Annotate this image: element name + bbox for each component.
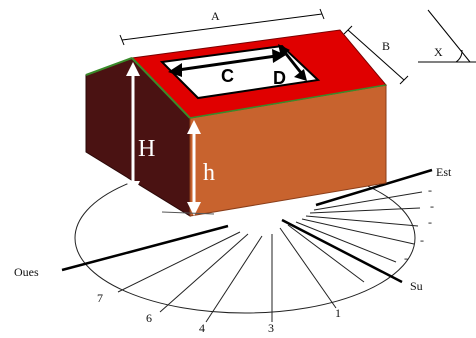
label-dash-3: - xyxy=(428,215,432,229)
oues-line xyxy=(61,224,229,272)
hour-ray-e5 xyxy=(313,191,423,211)
roof-edge-gable xyxy=(85,57,133,76)
arrow-H xyxy=(126,62,140,195)
label-est: Est xyxy=(436,165,452,179)
arrow-c xyxy=(168,49,286,77)
label-oues: Oues xyxy=(14,265,39,279)
est-line xyxy=(315,168,433,207)
label-C: C xyxy=(221,66,234,86)
hour-ray-e4 xyxy=(309,207,421,214)
label-H: H xyxy=(138,136,155,162)
hour-ray-4 xyxy=(205,235,263,323)
roof-edge-left xyxy=(131,57,191,119)
hour-ray-e3 xyxy=(305,215,419,227)
label-dash-4: - xyxy=(420,233,424,247)
hour-ray-0 xyxy=(287,224,365,283)
hour-rays xyxy=(117,191,423,323)
label-hour-1: 1 xyxy=(335,306,341,320)
dimension-B xyxy=(343,25,409,85)
label-dash-2: - xyxy=(430,199,434,213)
label-X: X xyxy=(434,45,443,59)
arrow-d xyxy=(278,44,307,81)
arrow-h xyxy=(187,120,201,216)
label-B: B xyxy=(382,39,390,53)
dimension-A xyxy=(119,8,325,46)
angle-x-indicator xyxy=(418,9,476,63)
label-A: A xyxy=(211,9,220,23)
label-h: h xyxy=(203,160,215,186)
label-hour-4: 4 xyxy=(199,321,205,333)
label-hour-3: 3 xyxy=(268,321,274,333)
hour-ray-6 xyxy=(159,233,249,313)
label-dash-1: - xyxy=(428,183,432,197)
su-line xyxy=(281,218,403,284)
label-hour-7: 7 xyxy=(97,291,103,305)
hour-ray-7 xyxy=(117,231,241,293)
hour-ray-e2 xyxy=(301,218,415,245)
roof-edge-front xyxy=(189,84,387,119)
label-su: Su xyxy=(410,279,423,293)
house-base-edge xyxy=(161,211,215,215)
hour-ray-e1 xyxy=(295,221,397,263)
hour-ray-1 xyxy=(279,227,337,309)
label-hour-6: 6 xyxy=(146,311,152,325)
label-dash-5: - xyxy=(404,251,408,265)
label-D: D xyxy=(273,68,286,88)
